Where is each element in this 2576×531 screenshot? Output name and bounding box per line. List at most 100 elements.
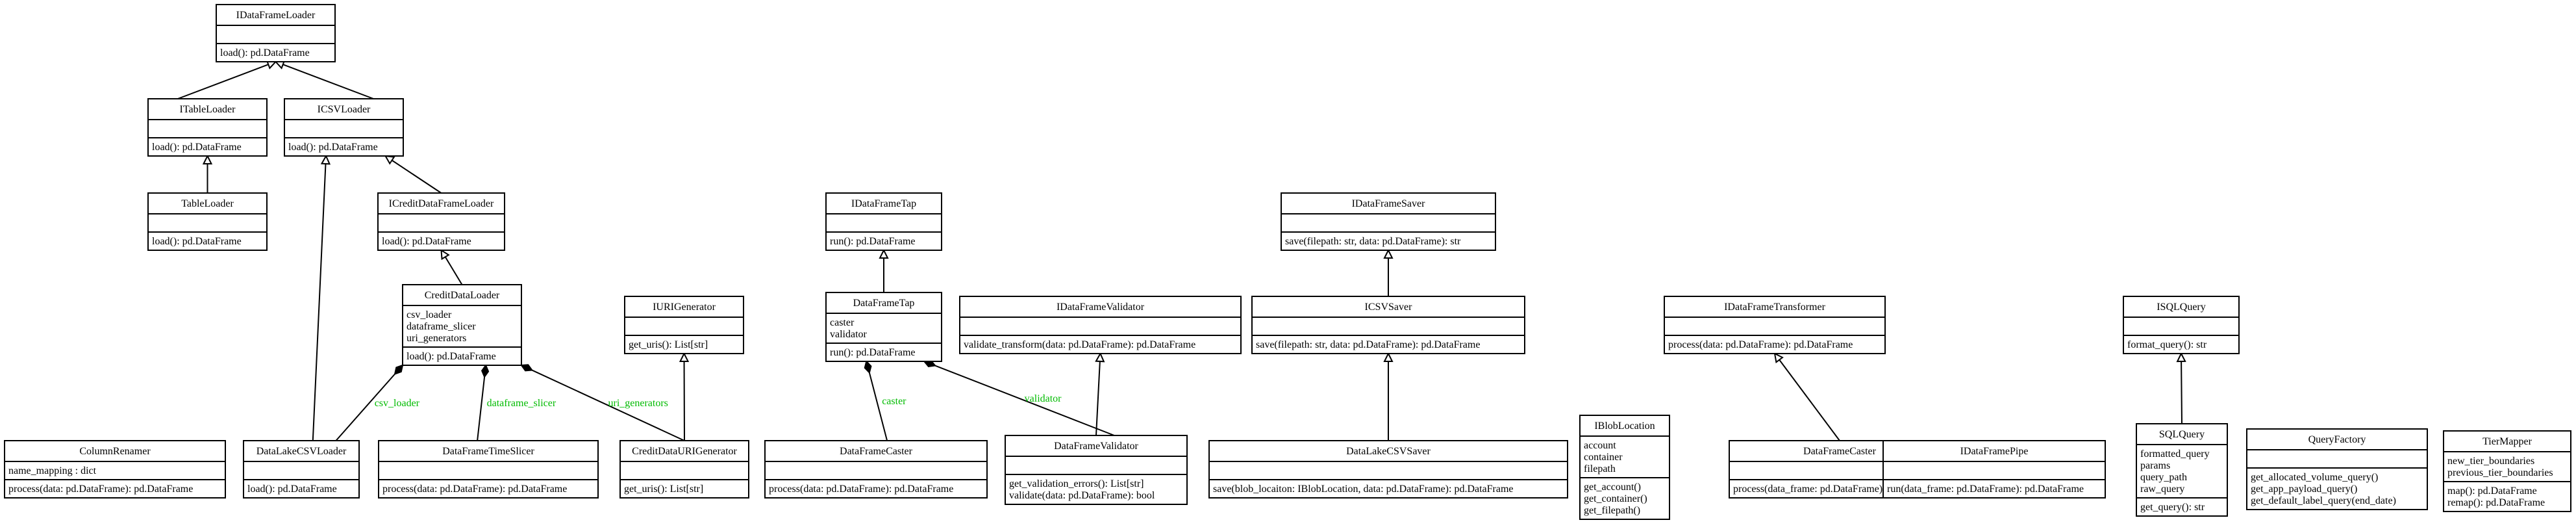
class-name: DataLakeCSVSaver — [1346, 446, 1431, 457]
class-attribute: caster — [830, 317, 855, 328]
class-method: process(data: pd.DataFrame): pd.DataFram… — [1668, 339, 1853, 350]
edge-line — [282, 64, 374, 99]
class-method: remap(): pd.DataFrame — [2447, 497, 2545, 508]
class-box — [825, 192, 942, 251]
inheritance-edge — [177, 60, 277, 99]
class-name: DataLakeCSVLoader — [256, 446, 347, 457]
edge-label: caster — [882, 396, 907, 407]
inheritance-arrowhead — [2176, 352, 2186, 363]
edge-line — [2181, 361, 2182, 424]
class-name: TierMapper — [2482, 436, 2532, 447]
class-box — [1005, 435, 1188, 505]
class-box — [377, 192, 505, 251]
class-method: get_account() — [1584, 482, 1641, 493]
inheritance-arrowhead — [384, 155, 395, 165]
class-name: ColumnRenamer — [79, 446, 151, 457]
class-box — [1664, 296, 1886, 354]
inheritance-arrowhead — [1383, 352, 1394, 362]
edge-line — [531, 369, 685, 441]
class-name: CreditDataLoader — [425, 290, 500, 301]
inheritance-edge — [2176, 352, 2186, 424]
class-data-frame-caster1[interactable]: DataFrameCaster process(data: pd.DataFram… — [764, 440, 988, 499]
composition-edge: dataframe_slicer — [477, 363, 556, 441]
inheritance-edge — [202, 154, 213, 193]
class-data-lake-csvloader[interactable]: DataLakeCSVLoader load(): pd.DataFrame — [243, 440, 360, 499]
class-attribute: formatted_query — [2140, 448, 2210, 460]
class-method: load(): pd.DataFrame — [247, 484, 337, 495]
inheritance-edge — [679, 352, 690, 441]
inheritance-edge — [1383, 248, 1394, 296]
class-method: process(data: pd.DataFrame): pd.DataFram… — [769, 484, 953, 495]
class-method: get_validation_errors(): List[str] — [1009, 478, 1144, 489]
class-method: process(data: pd.DataFrame): pd.DataFram… — [8, 484, 193, 495]
class-method: save(filepath: str, data: pd.DataFrame):… — [1285, 236, 1461, 247]
class-name: DataFrameCaster — [1803, 446, 1877, 457]
composition-edge: csv_loader — [335, 364, 420, 441]
class-method: format_query(): str — [2127, 339, 2207, 350]
edge-label: uri_generators — [608, 398, 668, 409]
composition-diamond — [394, 364, 404, 376]
class-iblob-location[interactable]: IBlobLocationaccountcontainerfilepathget… — [1579, 415, 1670, 520]
class-sqlquery[interactable]: SQLQueryformatted_queryparamsquery_pathr… — [2136, 423, 2228, 517]
class-method: load(): pd.DataFrame — [288, 142, 378, 153]
class-box — [1251, 296, 1525, 354]
class-attribute: query_path — [2140, 472, 2187, 483]
class-box — [959, 296, 1242, 354]
inheritance-edge — [440, 249, 463, 285]
class-name: QueryFactory — [2308, 434, 2366, 445]
class-box — [1579, 415, 1670, 520]
class-name: DataFrameCaster — [840, 446, 913, 457]
class-method: get_query(): str — [2140, 502, 2205, 513]
composition-diamond — [864, 360, 872, 374]
class-attribute: uri_generators — [406, 333, 466, 344]
class-idata-frame-validator[interactable]: IDataFrameValidatorvalidate_transform(da… — [959, 296, 1242, 354]
class-method: get_container() — [1584, 493, 1647, 504]
class-tier-mapper[interactable]: TierMappernew_tier_boundariesprevious_ti… — [2443, 430, 2571, 512]
class-data-frame-validator[interactable]: DataFrameValidatorget_validation_errors(… — [1005, 435, 1188, 505]
class-box — [147, 192, 268, 251]
inheritance-arrowhead — [1383, 248, 1394, 259]
class-icredit-data-frame-loader[interactable]: ICreditDataFrameLoader load(): pd.DataFra… — [377, 192, 505, 251]
inheritance-arrowhead — [1773, 352, 1784, 363]
class-name: ICreditDataFrameLoader — [389, 198, 494, 209]
class-box — [2246, 428, 2428, 510]
class-method: load(): pd.DataFrame — [382, 236, 471, 247]
edge-line — [312, 163, 327, 441]
class-icsvloader[interactable]: ICSVLoader load(): pd.DataFrame — [284, 98, 404, 157]
class-name: SQLQuery — [2159, 429, 2205, 440]
class-name: ICSVSaver — [1365, 302, 1413, 313]
composition-diamond — [481, 363, 490, 378]
class-method: load(): pd.DataFrame — [152, 236, 242, 247]
class-query-factory[interactable]: QueryFactory get_allocated_volume_query()… — [2246, 428, 2428, 510]
class-attribute: validator — [830, 329, 868, 340]
class-name: ICSVLoader — [318, 104, 371, 115]
class-column-renamer[interactable]: ColumnRenamer name_mapping : dict process(… — [4, 440, 226, 499]
inheritance-arrowhead — [879, 248, 889, 259]
inheritance-edge — [1773, 352, 1840, 441]
class-attribute: new_tier_boundaries — [2447, 456, 2534, 467]
class-method: get_uris(): List[str] — [624, 484, 703, 495]
class-box — [2123, 296, 2240, 354]
edge-line — [444, 256, 463, 285]
class-credit-data-loader[interactable]: CreditDataLoadercsv_loaderdataframe_slic… — [402, 284, 522, 366]
class-attribute: name_mapping : dict — [8, 465, 97, 476]
class-box — [2136, 423, 2228, 517]
edge-line — [1095, 361, 1101, 436]
class-name: IURIGenerator — [653, 302, 716, 313]
class-method: get_allocated_volume_query() — [2251, 472, 2378, 483]
